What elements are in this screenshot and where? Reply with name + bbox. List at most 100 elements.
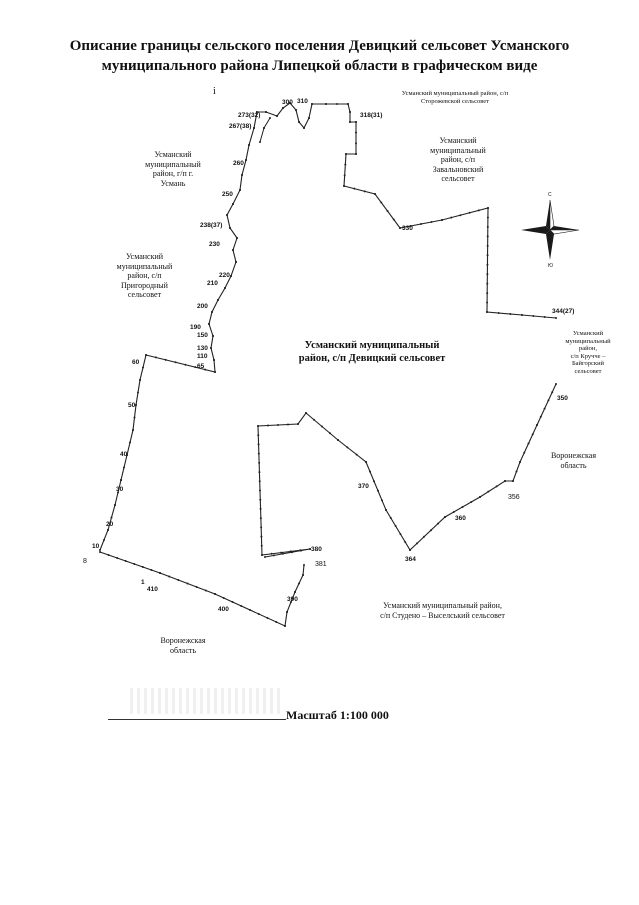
- region-usman-city-label: Усманский муниципальный район, г/п г. Ус…: [145, 150, 201, 188]
- boundary-vertex: [204, 589, 207, 592]
- point-label: 50: [128, 402, 136, 409]
- boundary-vertex: [486, 311, 488, 313]
- boundary-vertex: [539, 415, 542, 418]
- boundary-vertex: [245, 159, 247, 161]
- boundary-vertex: [282, 107, 284, 109]
- boundary-vertex: [239, 189, 241, 191]
- point-label: 30: [116, 486, 124, 493]
- boundary-vertex: [204, 368, 207, 371]
- boundary-vertex: [346, 446, 349, 449]
- boundary-vertex: [168, 575, 171, 578]
- boundary-vertex: [409, 225, 412, 227]
- boundary-vertex: [297, 423, 299, 425]
- boundary-vertex: [355, 153, 357, 155]
- point-label: 273(32): [238, 112, 261, 119]
- boundary-vertex: [137, 391, 139, 394]
- boundary-vertex: [349, 121, 351, 123]
- boundary-vertex: [114, 504, 116, 506]
- boundary-vertex: [263, 127, 265, 129]
- boundary-vertex: [208, 323, 210, 325]
- boundary-vertex: [532, 315, 535, 317]
- boundary-vertex: [257, 434, 260, 437]
- boundary-vertex: [142, 366, 144, 369]
- boundary-ticks: [99, 102, 557, 627]
- boundary-vertex: [409, 549, 411, 551]
- boundary-vertex: [497, 312, 500, 314]
- boundary-vertex: [265, 111, 267, 113]
- point-label: 360: [455, 515, 466, 522]
- point-label: 60: [132, 359, 140, 366]
- point-label: 10: [92, 543, 100, 550]
- boundary-vertex: [259, 489, 261, 492]
- boundary-vertex: [287, 423, 289, 426]
- point-label: 200: [197, 303, 208, 310]
- boundary-vertex: [261, 554, 263, 556]
- boundary-vertex: [120, 479, 122, 481]
- boundary-vertex: [259, 498, 262, 501]
- compass-north-label: С: [548, 192, 552, 198]
- boundary-vertex: [154, 356, 157, 359]
- boundary-vertex: [543, 316, 546, 318]
- boundary-vertex: [486, 301, 489, 304]
- region-voronezh-east-label: Воронежская область: [550, 451, 597, 470]
- boundary-vertex: [487, 207, 489, 209]
- boundary-vertex: [260, 526, 263, 529]
- point-label: 220: [219, 272, 230, 279]
- boundary-vertex: [159, 572, 161, 574]
- boundary-vertex: [555, 317, 557, 319]
- boundary-vertex: [290, 601, 292, 603]
- boundary-vertex: [110, 516, 113, 519]
- boundary-vertex: [267, 424, 269, 427]
- boundary-line-inner: [257, 383, 557, 558]
- point-label: 260: [233, 160, 244, 167]
- boundary-vertex: [555, 383, 557, 385]
- point-label: 364: [405, 556, 416, 563]
- boundary-vertex: [177, 579, 180, 581]
- point-label: 250: [222, 191, 233, 198]
- boundary-vertex: [337, 439, 339, 441]
- boundary-vertex: [217, 299, 219, 301]
- boundary-vertex: [347, 103, 349, 105]
- region-prigorodny-label: Усманский муниципальный район, с/п Приго…: [116, 252, 173, 299]
- point-label: 8: [83, 558, 87, 565]
- boundary-vertex: [99, 549, 101, 551]
- boundary-vertex: [276, 115, 278, 117]
- boundary-vertex: [486, 292, 489, 295]
- boundary-vertex: [194, 366, 197, 369]
- boundary-vertex: [210, 347, 212, 349]
- boundary-vertex: [117, 491, 119, 494]
- boundary-vertex: [273, 554, 275, 557]
- boundary-vertex: [309, 548, 311, 550]
- region-zavalnovsky-label: Усманский муниципальный район, с/п Завал…: [430, 136, 486, 183]
- boundary-vertex: [214, 371, 216, 373]
- boundary-vertex: [353, 187, 356, 190]
- point-label: 330: [402, 225, 413, 232]
- boundary-vertex: [236, 237, 238, 239]
- boundary-vertex: [374, 193, 376, 195]
- boundary-vertex: [523, 451, 526, 454]
- boundary-vertex: [470, 501, 473, 503]
- boundary-vertex: [486, 225, 489, 228]
- compass-south-label: Ю: [548, 263, 554, 269]
- boundary-vertex: [452, 511, 455, 513]
- boundary-vertex: [521, 314, 523, 316]
- boundary-vertex: [344, 163, 347, 166]
- point-label: 20: [106, 521, 114, 528]
- compass-rose-icon: [521, 199, 580, 260]
- boundary-vertex: [486, 282, 489, 285]
- boundary-vertex: [385, 509, 387, 511]
- boundary-vertex: [380, 201, 383, 204]
- boundary-vertex: [519, 461, 521, 463]
- boundary-vertex: [226, 214, 228, 216]
- boundary-vertex: [289, 550, 292, 553]
- boundary-vertex: [107, 529, 109, 531]
- boundary-vertex: [231, 601, 234, 603]
- boundary-vertex: [343, 174, 346, 177]
- boundary-vertex: [430, 529, 432, 532]
- scale-line: [108, 719, 286, 720]
- boundary-vertex: [256, 111, 258, 113]
- boundary-vertex: [260, 544, 263, 547]
- boundary-vertex: [381, 499, 383, 502]
- boundary-vertex: [313, 418, 315, 421]
